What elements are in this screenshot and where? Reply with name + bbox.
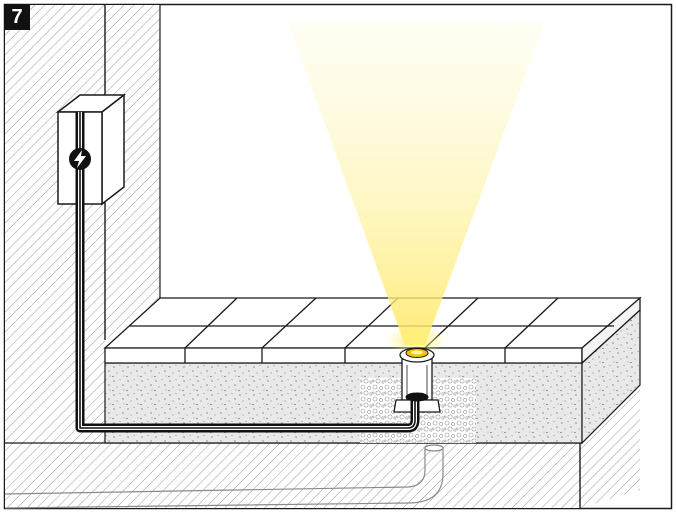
paving-tiles [103, 296, 642, 365]
power-cable [75, 112, 429, 433]
inground-light-fixture [393, 347, 441, 413]
drain-pipe [4, 444, 444, 509]
light-beam [288, 22, 545, 345]
step-number-badge: 7 [4, 4, 30, 30]
electrical-junction-box [55, 93, 127, 206]
light-glow [386, 326, 446, 354]
wall [5, 5, 161, 443]
lightning-bolt-icon [69, 148, 91, 170]
